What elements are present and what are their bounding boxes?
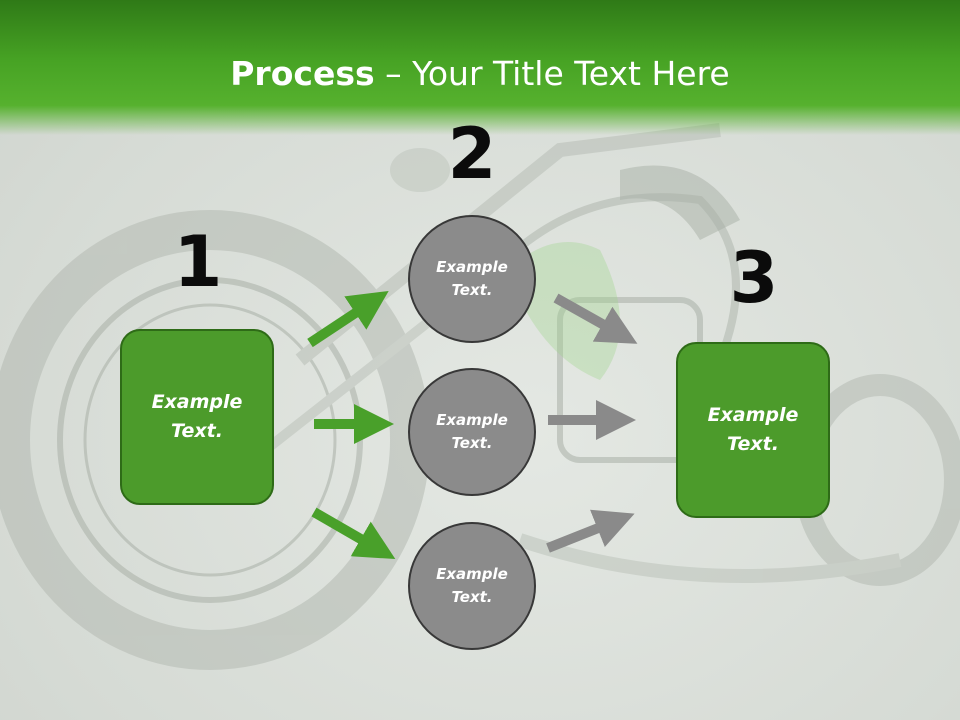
slide-title: Process – Your Title Text Here [0,52,960,96]
title-rest: – Your Title Text Here [374,54,730,93]
step-number-2: 2 [447,113,497,195]
circle-middle-text: Example Text. [436,411,508,452]
arrow-down-right-green [311,507,396,560]
circle-top[interactable]: Example Text. [408,215,536,343]
step-3-text: Example Text. [707,404,799,455]
title-banner [0,0,960,135]
title-bold: Process [230,54,375,93]
circle-bottom[interactable]: Example Text. [408,522,536,650]
step-1-box[interactable]: Example Text. [120,329,274,505]
arrow-up-right-gray [546,509,635,553]
step-3-box[interactable]: Example Text. [676,342,830,518]
circle-middle[interactable]: Example Text. [408,368,536,496]
step-number-3: 3 [729,237,779,319]
circle-top-text: Example Text. [436,258,508,299]
circle-bottom-text: Example Text. [436,565,508,606]
arrow-up-right-green [307,290,389,348]
arrow-down-right-gray [553,293,638,344]
step-number-1: 1 [173,221,223,303]
step-1-text: Example Text. [151,391,243,442]
